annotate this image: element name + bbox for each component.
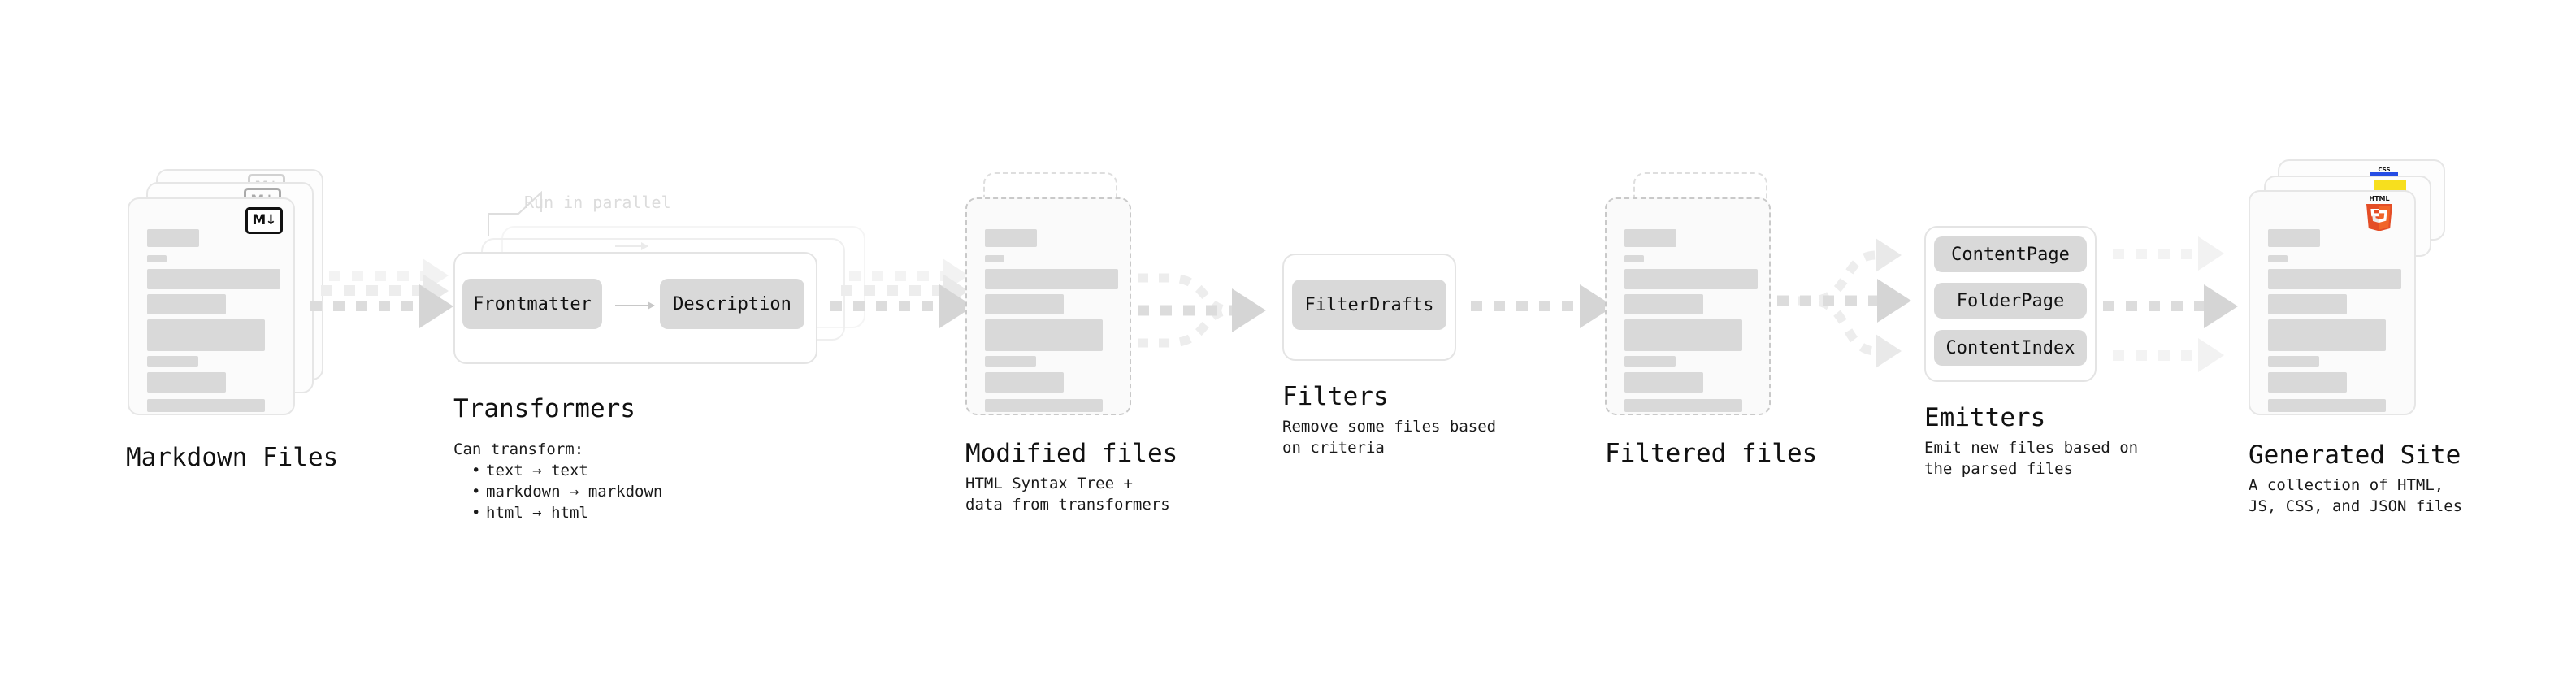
doc-bar [1624,319,1742,351]
html5-icon: HTML [2366,195,2392,231]
emitters-pill-folderpage[interactable]: FolderPage [1934,283,2087,319]
transformers-bullet: text → text [471,460,662,481]
transformers-bullet: html → html [471,502,662,523]
filters-pill-filterdrafts[interactable]: FilterDrafts [1292,280,1446,330]
transformer-pill-description[interactable]: Description [660,279,804,329]
doc-bar [1624,356,1676,367]
doc-bar [147,229,199,247]
filters-subtitle: Remove some files based on criteria [1282,418,1497,457]
doc-bar [147,255,167,262]
doc-bar [985,399,1103,412]
doc-bar [985,356,1036,367]
emitters-pill-folderpage-label: FolderPage [1956,290,2065,311]
filters-title: Filters [1282,382,1389,411]
emitters-pill-contentindex-label: ContentIndex [1945,337,2075,358]
doc-bar [985,319,1103,351]
doc-bar [2268,269,2401,289]
transformer-pill-frontmatter[interactable]: Frontmatter [462,279,602,329]
modified-doc-front [965,197,1131,415]
doc-bar [147,399,265,412]
generated-site-subtitle: A collection of HTML, JS, CSS, and JSON … [2249,476,2463,515]
doc-bar [2268,319,2386,351]
doc-bar [2268,255,2288,262]
css-icon: CSS [2370,167,2398,176]
markdown-files-title: Markdown Files [126,443,339,472]
svg-text:CSS: CSS [2378,167,2390,173]
doc-bar [2268,399,2386,412]
filtered-files-title: Filtered files [1605,439,1818,468]
markdown-icon: M↓ [245,207,283,234]
doc-bar [985,269,1118,289]
svg-text:HTML: HTML [2369,195,2389,202]
doc-bar [1624,399,1742,412]
doc-bar [1624,255,1644,262]
doc-bar [147,269,280,289]
doc-bar [147,319,265,351]
emitters-subtitle: Emit new files based on the parsed files [1924,439,2139,478]
generated-site-title: Generated Site [2249,440,2461,470]
emitters-pill-contentpage-label: ContentPage [1951,244,2070,265]
doc-bar [985,255,1004,262]
doc-bar [1624,229,1676,247]
transformers-subtitle: Can transform: [453,440,584,458]
run-in-parallel-label: Run in parallel [524,193,671,212]
emitters-pill-contentindex[interactable]: ContentIndex [1934,330,2087,366]
doc-bar [147,356,198,367]
run-in-parallel-leader [488,191,542,236]
doc-bar [1624,294,1703,314]
doc-bar [985,372,1064,393]
doc-bar [985,294,1064,314]
doc-bar [1624,372,1703,393]
modified-files-title: Modified files [965,439,1178,468]
transformers-bullets: text → text markdown → markdown html → h… [470,460,662,523]
doc-bar [147,294,226,314]
doc-bar [2268,372,2347,393]
filters-pill-filterdrafts-label: FilterDrafts [1304,294,1434,315]
doc-bar [2268,229,2320,247]
transformer-pill-frontmatter-label: Frontmatter [473,293,592,314]
emitters-pill-contentpage[interactable]: ContentPage [1934,236,2087,272]
doc-bar [985,229,1037,247]
transformer-pill-description-label: Description [673,293,791,314]
doc-bar [147,372,226,393]
filtered-doc-front [1605,197,1771,415]
doc-bar [2268,356,2319,367]
doc-bar [2268,294,2347,314]
transformers-title: Transformers [453,394,635,423]
emitters-title: Emitters [1924,403,2046,432]
modified-files-subtitle: HTML Syntax Tree + data from transformer… [965,475,1170,514]
doc-bar [1624,269,1758,289]
transformers-bullet: markdown → markdown [471,481,662,502]
site-doc-front [2249,190,2416,415]
